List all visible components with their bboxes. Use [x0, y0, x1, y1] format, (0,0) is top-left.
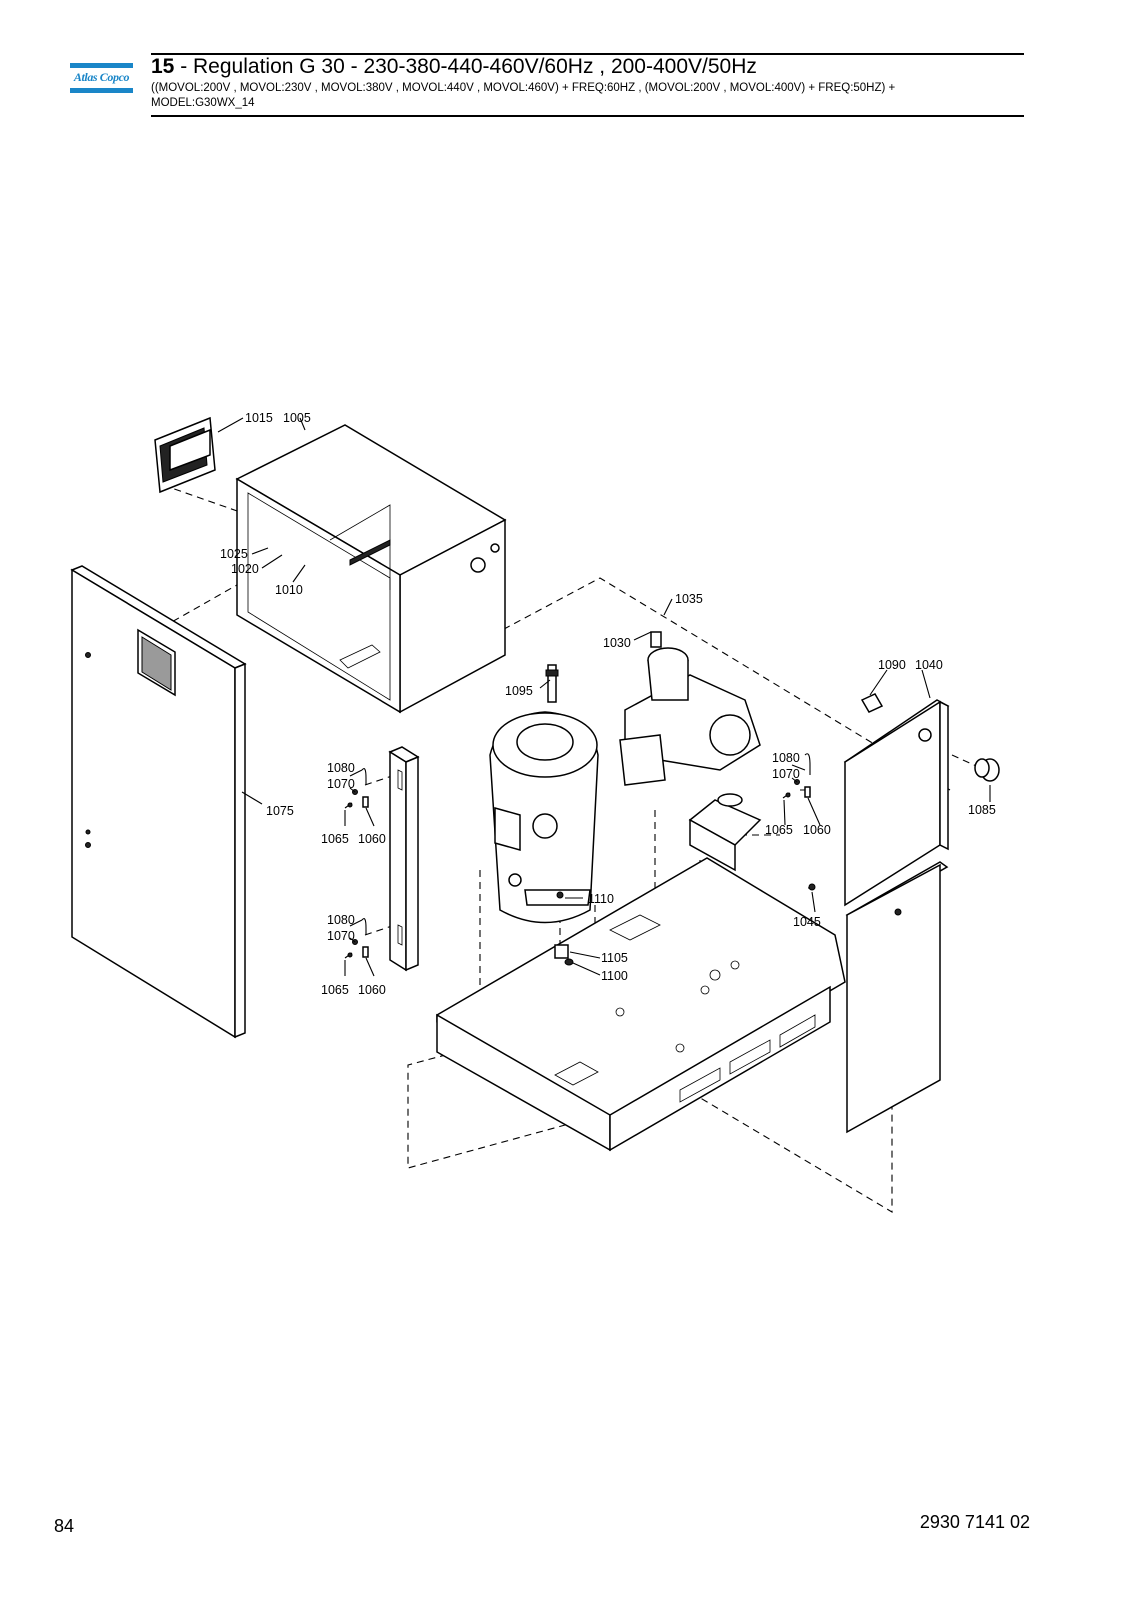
- callout-1015: 1015: [245, 411, 273, 425]
- page-title: 15 - Regulation G 30 - 230-380-440-460V/…: [151, 54, 757, 80]
- callout-1060-lower-left: 1060: [358, 983, 386, 997]
- callout-1065-lower-left: 1065: [321, 983, 349, 997]
- callout-1020: 1020: [231, 562, 259, 576]
- header-rule-bottom: [151, 115, 1024, 117]
- callout-1030: 1030: [603, 636, 631, 650]
- callout-1070-lower-left: 1070: [327, 929, 355, 943]
- callout-labels: 1015 1005 1025 1020 1010 1035 1030 1095 …: [220, 411, 996, 997]
- condition-line-2: MODEL:G30WX_14: [151, 97, 255, 109]
- part-1040-side-panel-upper: [843, 699, 950, 907]
- callout-1080-right: 1080: [772, 751, 800, 765]
- callout-1060-upper-left: 1060: [358, 832, 386, 846]
- callout-1080-upper-left: 1080: [327, 761, 355, 775]
- applicability-conditions: ((MOVOL:200V , MOVOL:230V , MOVOL:380V ,…: [151, 81, 1021, 111]
- callout-1095: 1095: [505, 684, 533, 698]
- callout-1025: 1025: [220, 547, 248, 561]
- callout-1100: 1100: [601, 969, 628, 983]
- callout-1065-right: 1065: [765, 823, 793, 837]
- part-motor: [489, 711, 599, 924]
- callout-1045: 1045: [793, 915, 821, 929]
- callout-1035: 1035: [675, 592, 703, 606]
- callout-1010: 1010: [275, 583, 303, 597]
- part-1005-cabinet: [235, 424, 507, 714]
- callout-1085: 1085: [968, 803, 996, 817]
- fasteners-left-upper: [344, 768, 369, 809]
- callout-1005: 1005: [283, 411, 311, 425]
- callout-leader-lines: [217, 417, 991, 977]
- callout-1065-upper-left: 1065: [321, 832, 349, 846]
- callout-1080-lower-left: 1080: [327, 913, 355, 927]
- part-side-panel-lower: [845, 861, 949, 1134]
- logo-bar-bottom: [70, 88, 133, 93]
- part-1015-controller-display: [154, 416, 216, 494]
- callout-1090: 1090: [878, 658, 906, 672]
- part-1095-sensor: [545, 664, 559, 703]
- callout-1070-right: 1070: [772, 767, 800, 781]
- callout-1040: 1040: [915, 658, 943, 672]
- part-1085-cap: [974, 758, 1000, 782]
- part-1105-1100-damper: [554, 891, 574, 966]
- callout-1060-right: 1060: [803, 823, 831, 837]
- page-number: 84: [54, 1516, 75, 1536]
- fasteners-left-lower: [344, 918, 369, 959]
- section-title: - Regulation G 30 - 230-380-440-460V/60H…: [174, 55, 757, 78]
- callout-1105: 1105: [601, 951, 628, 965]
- section-number: 15: [151, 55, 175, 78]
- document-number: 2930 7141 02: [919, 1512, 1030, 1532]
- condition-line-1: ((MOVOL:200V , MOVOL:230V , MOVOL:380V ,…: [151, 82, 896, 94]
- atlas-copco-logo: Atlas Copco: [70, 63, 133, 93]
- logo-text: Atlas Copco: [73, 70, 130, 84]
- part-1075-front-door: [70, 565, 247, 1039]
- callout-1110: 1110: [588, 892, 614, 906]
- part-compressor-element: [619, 631, 761, 786]
- part-base-frame: [436, 857, 846, 1152]
- header-rule-top: [151, 53, 1024, 55]
- callout-1075: 1075: [266, 804, 294, 818]
- part-vertical-frame-strip: [388, 746, 420, 972]
- part-1090-clip: [860, 693, 884, 713]
- part-motor-bracket: [688, 793, 762, 872]
- logo-bar-top: [70, 63, 133, 68]
- callout-1070-upper-left: 1070: [327, 777, 355, 791]
